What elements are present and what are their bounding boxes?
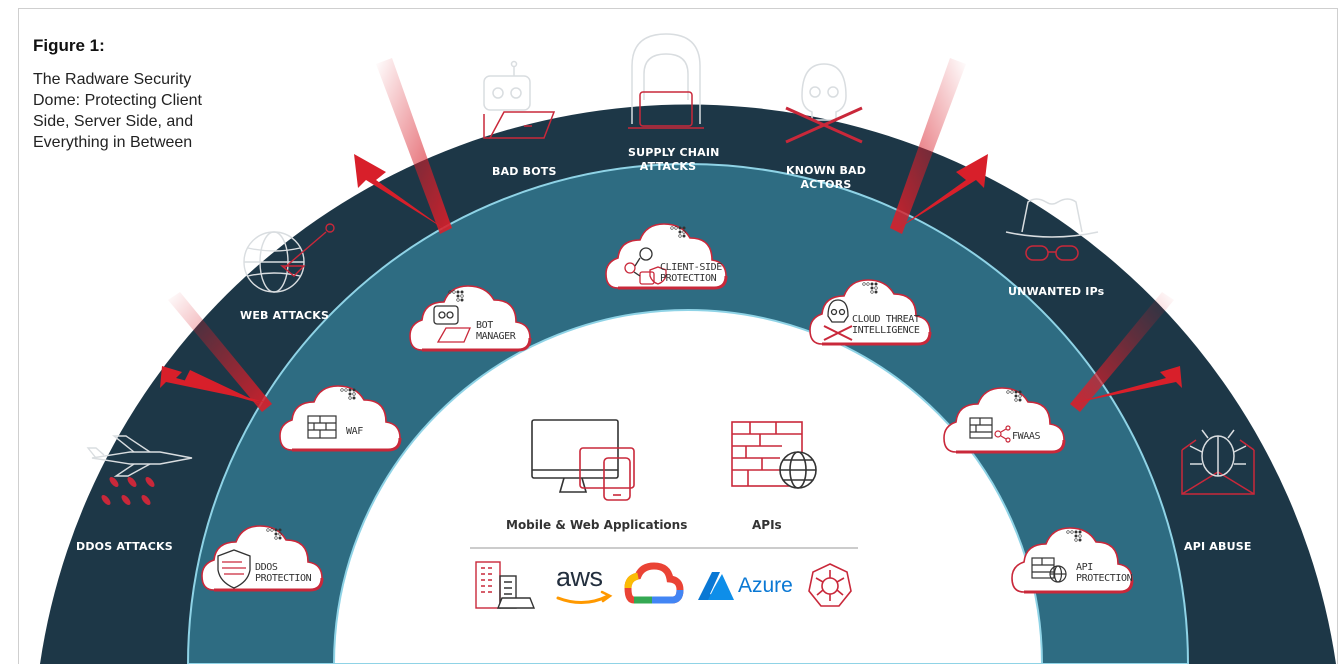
api-protection-cloud (1010, 526, 1134, 594)
waf-cloud (278, 384, 402, 452)
service-label-bot: BOT MANAGER (476, 320, 516, 342)
service-label-client-side: CLIENT-SIDE PROTECTION (660, 262, 722, 284)
fighter-jet-icon (86, 435, 193, 505)
azure-logo-icon (698, 572, 734, 600)
service-label-ddos-line2: PROTECTION (255, 573, 312, 584)
threat-label-unwanted-ips: UNWANTED IPs (1008, 285, 1105, 298)
threat-label-bad-bots: BAD BOTS (492, 165, 557, 178)
threat-label-known-bad-line1: KNOWN BAD (786, 164, 867, 177)
globe-spear-icon (243, 223, 335, 293)
fwaas-cloud (942, 386, 1066, 454)
threat-label-supply-chain-line2: ATTACKS (639, 160, 697, 173)
deflection-arrow-web (354, 58, 452, 234)
service-label-bot-line2: MANAGER (476, 331, 516, 342)
service-label-bot-line1: BOT (476, 320, 493, 331)
figure-title: Figure 1: (33, 36, 105, 55)
service-label-client-side-line1: CLIENT-SIDE (660, 262, 722, 273)
ddos-protection-cloud (200, 524, 324, 592)
datacenter-icon (475, 561, 536, 609)
google-cloud-icon (624, 562, 684, 604)
aws-logo-text: aws (556, 562, 603, 592)
client-side-protection-cloud (604, 222, 728, 290)
service-label-fwaas: FWAAS (1012, 431, 1041, 442)
service-label-cloud-threat-line2: INTELLIGENCE (852, 325, 920, 336)
service-label-cloud-threat: CLOUD THREAT INTELLIGENCE (852, 314, 920, 336)
deflection-arrow-api (1070, 292, 1182, 412)
deflection-arrow-ddos (160, 292, 272, 412)
azure-logo-text: Azure (738, 574, 793, 597)
threat-label-web: WEB ATTACKS (240, 309, 330, 322)
monitor-devices-icon (531, 419, 635, 501)
core-label-apis: APIs (752, 518, 782, 532)
core-label-apps: Mobile & Web Applications (506, 518, 688, 532)
incognito-hat-icon (1005, 198, 1099, 261)
service-label-api-line1: API (1076, 562, 1093, 573)
cloud-threat-intelligence-cloud (808, 278, 932, 346)
service-label-client-side-line2: PROTECTION (660, 273, 717, 284)
robot-laptop-icon (483, 60, 556, 139)
aws-logo-icon (556, 590, 613, 604)
firewall-globe-icon (731, 421, 817, 489)
service-label-waf: WAF (346, 426, 363, 437)
kubernetes-icon (808, 563, 852, 607)
service-label-cloud-threat-line1: CLOUD THREAT (852, 314, 920, 325)
service-label-api: API PROTECTION (1076, 562, 1133, 584)
service-label-ddos-line1: DDoS (255, 562, 278, 573)
service-label-api-line2: PROTECTION (1076, 573, 1133, 584)
hacker-icon (628, 33, 704, 129)
bot-manager-cloud (408, 284, 532, 352)
threat-label-known-bad-line2: ACTORS (800, 178, 852, 191)
bug-envelope-icon (1181, 429, 1255, 495)
threat-label-supply-chain: SUPPLY CHAIN ATTACKS (628, 146, 720, 174)
figure-caption: The Radware Security Dome: Protecting Cl… (33, 71, 202, 151)
deflection-arrow-known (890, 58, 988, 234)
skull-crossbones-icon (785, 63, 863, 144)
threat-label-api-abuse: API ABUSE (1184, 540, 1252, 553)
threat-label-known-bad: KNOWN BAD ACTORS (786, 164, 866, 192)
threat-label-ddos: DDOS ATTACKS (76, 540, 173, 553)
threat-label-supply-chain-line1: SUPPLY CHAIN (628, 146, 720, 159)
service-label-ddos: DDoS PROTECTION (255, 562, 312, 584)
